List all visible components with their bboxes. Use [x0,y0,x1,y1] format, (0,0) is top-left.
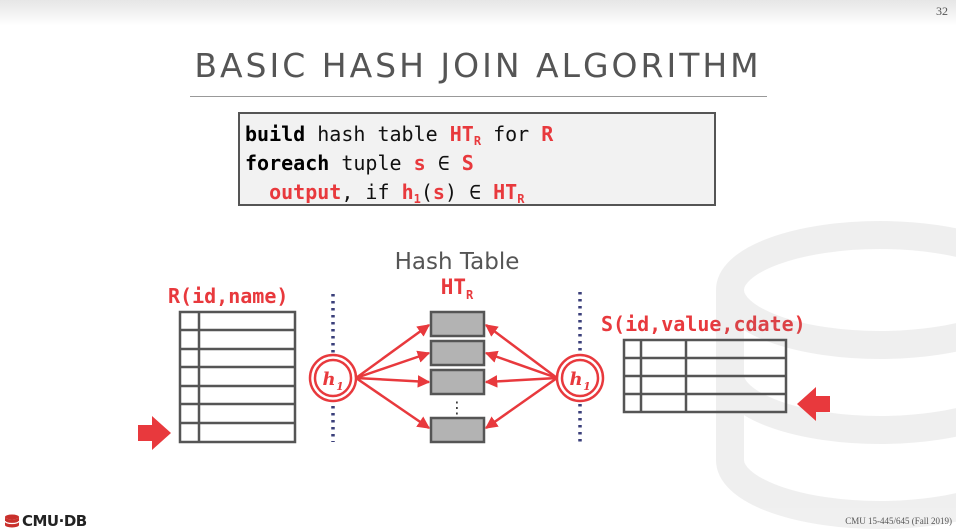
hash-function-right-icon: h 1 [555,353,605,403]
bucket-ellipsis: ⋮ [449,398,465,417]
title-divider [190,96,767,97]
s-scan-arrow-icon [797,387,830,421]
hash-table-title: Hash Table [394,249,520,275]
code-line-1: build hash table HTR for R [245,122,554,148]
pseudocode-box: build hash table HTR for R foreach tuple… [238,112,716,206]
bucket [429,339,486,367]
course-footer: CMU 15-445/645 (Fall 2019) [845,516,952,526]
database-logo-icon [4,514,20,528]
svg-text:1: 1 [583,380,591,393]
hash-table-label: HTR [440,275,474,302]
relation-r-label: R(id,name) [168,284,289,308]
relation-s-table [622,338,788,414]
svg-text:h: h [322,369,335,390]
slide-number: 32 [936,4,948,18]
code-line-3: output, if h1(s) ∈ HTR [269,180,525,206]
logo-text: CMU·DB [22,512,87,530]
database-watermark-icon [716,221,956,529]
slide-title: BASIC HASH JOIN ALGORITHM [194,46,762,85]
build-arrows [355,323,431,430]
svg-text:h: h [569,369,582,390]
hash-table-buckets [429,310,486,444]
top-bar [0,0,956,26]
code-line-2: foreach tuple s ∈ S [245,151,474,175]
relation-s-label: S(id,value,cdate) [601,312,806,336]
hash-function-left-icon: h 1 [308,353,358,403]
relation-r-table [178,310,297,444]
bucket [429,416,486,444]
bucket [429,368,486,396]
bucket [429,310,486,338]
cmu-db-logo: CMU·DB [4,512,87,530]
probe-arrows [484,323,558,430]
r-scan-arrow-icon [138,416,171,450]
svg-text:1: 1 [336,380,344,393]
